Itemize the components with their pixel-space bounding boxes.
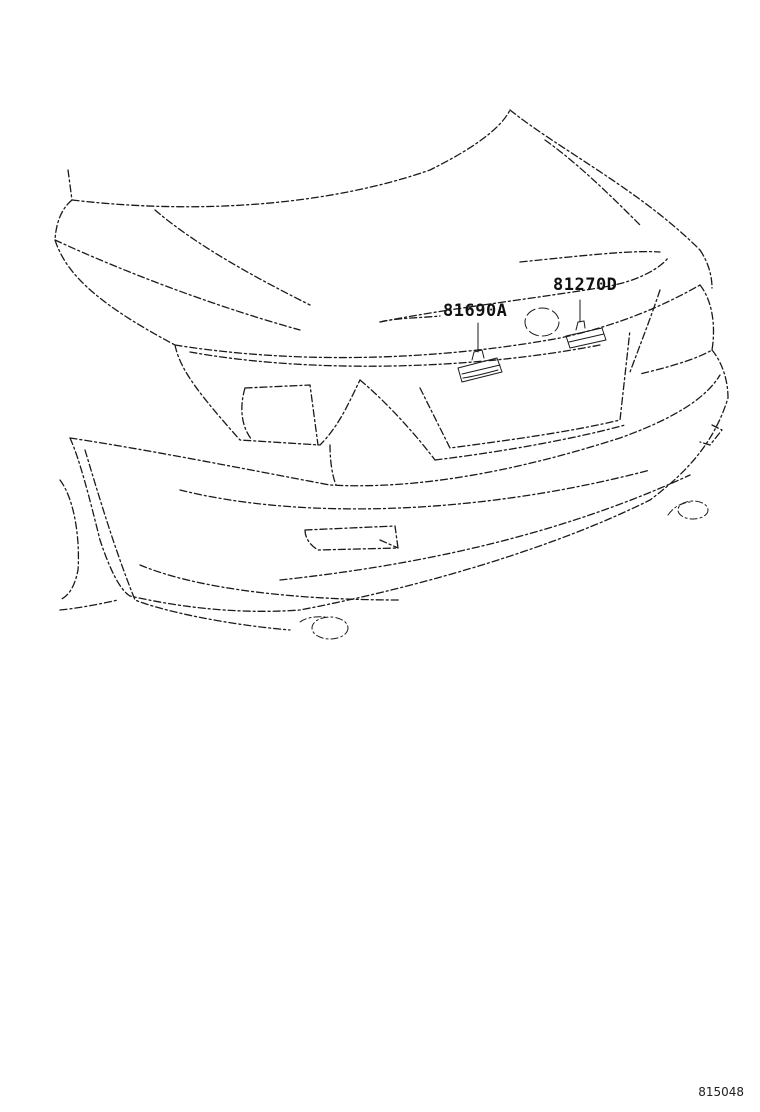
part-number-label-81270d: 81270D (553, 275, 618, 295)
exhaust-tip-left (299, 616, 349, 640)
license-lamp-part-b (565, 320, 607, 349)
exhaust-tip-right (667, 500, 709, 520)
license-plate-recess (359, 329, 631, 461)
rear-window-outline (67, 109, 701, 306)
leader-lines (477, 299, 581, 353)
part-number-label-81690a: 81690A (443, 301, 508, 321)
license-lamp-part-a (457, 349, 503, 383)
tail-lamp-outline (174, 284, 715, 446)
trunk-lid-outline (54, 199, 713, 367)
emblem (524, 307, 560, 337)
diagram-reference-code: 815048 (698, 1085, 744, 1099)
wheel-arch-outline (59, 437, 291, 631)
rear-bumper-outline (69, 349, 729, 612)
